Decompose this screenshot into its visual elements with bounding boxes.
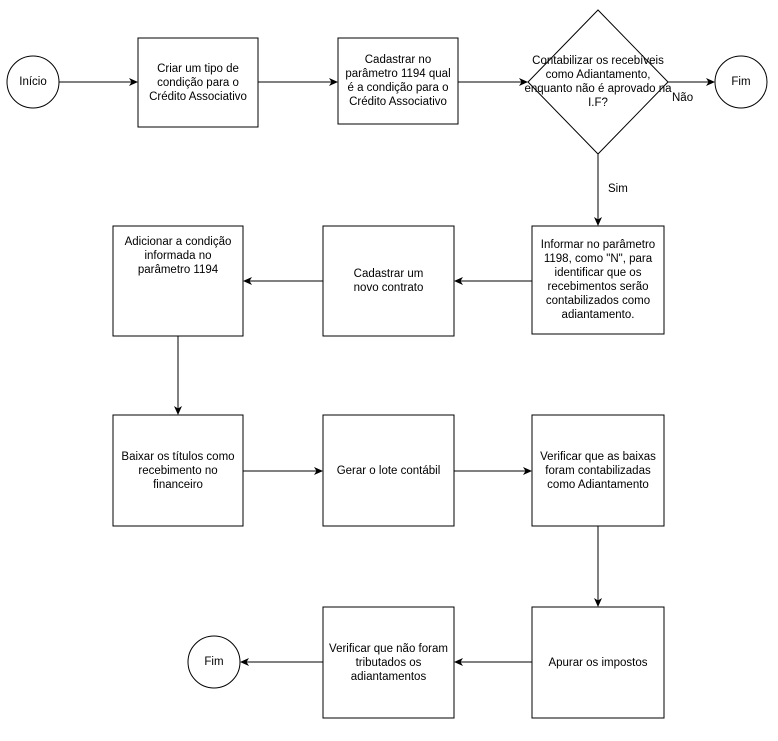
calculate-taxes-box bbox=[531, 606, 665, 719]
edge-label-yes: Sim bbox=[608, 183, 628, 195]
edge-label-no: Não bbox=[672, 92, 694, 104]
end-top-circle bbox=[714, 55, 768, 109]
create-condition-label: Criar um tipo de condição para o Crédito… bbox=[149, 62, 247, 103]
end-bottom-label: Fim bbox=[204, 656, 224, 668]
add-condition-label: Adicionar a condição informada no parâme… bbox=[124, 236, 232, 276]
start-label: Início bbox=[19, 76, 47, 88]
generate-batch-label: Gerar o lote contábil bbox=[336, 464, 441, 477]
decision-label: Contabilizar os recebíveis como Adiantam… bbox=[524, 55, 672, 109]
inform-param-box bbox=[531, 225, 665, 335]
create-condition-box bbox=[137, 37, 259, 128]
verify-not-taxed-box bbox=[322, 606, 455, 719]
new-contract-box bbox=[322, 225, 455, 337]
inform-param-label: Informar no parâmetro 1198, como "N", pa… bbox=[540, 239, 656, 321]
new-contract-label: Cadastrar um novo contrato bbox=[353, 268, 424, 294]
register-param-label: Cadastrar no parâmetro 1194 qual é a con… bbox=[345, 54, 451, 108]
download-titles-box bbox=[112, 414, 244, 527]
verify-downloads-label: Verificar que as baixas foram contabiliz… bbox=[540, 450, 656, 491]
verify-not-taxed-label: Verificar que não foram tributados os ad… bbox=[329, 642, 448, 683]
calculate-taxes-label: Apurar os impostos bbox=[548, 656, 648, 669]
verify-downloads-box bbox=[531, 414, 665, 527]
register-param-box bbox=[337, 37, 459, 125]
download-titles-label: Baixar os títulos como recebimento no fi… bbox=[121, 450, 235, 491]
generate-batch-box bbox=[322, 414, 455, 527]
end-top-label: Fim bbox=[731, 76, 751, 88]
